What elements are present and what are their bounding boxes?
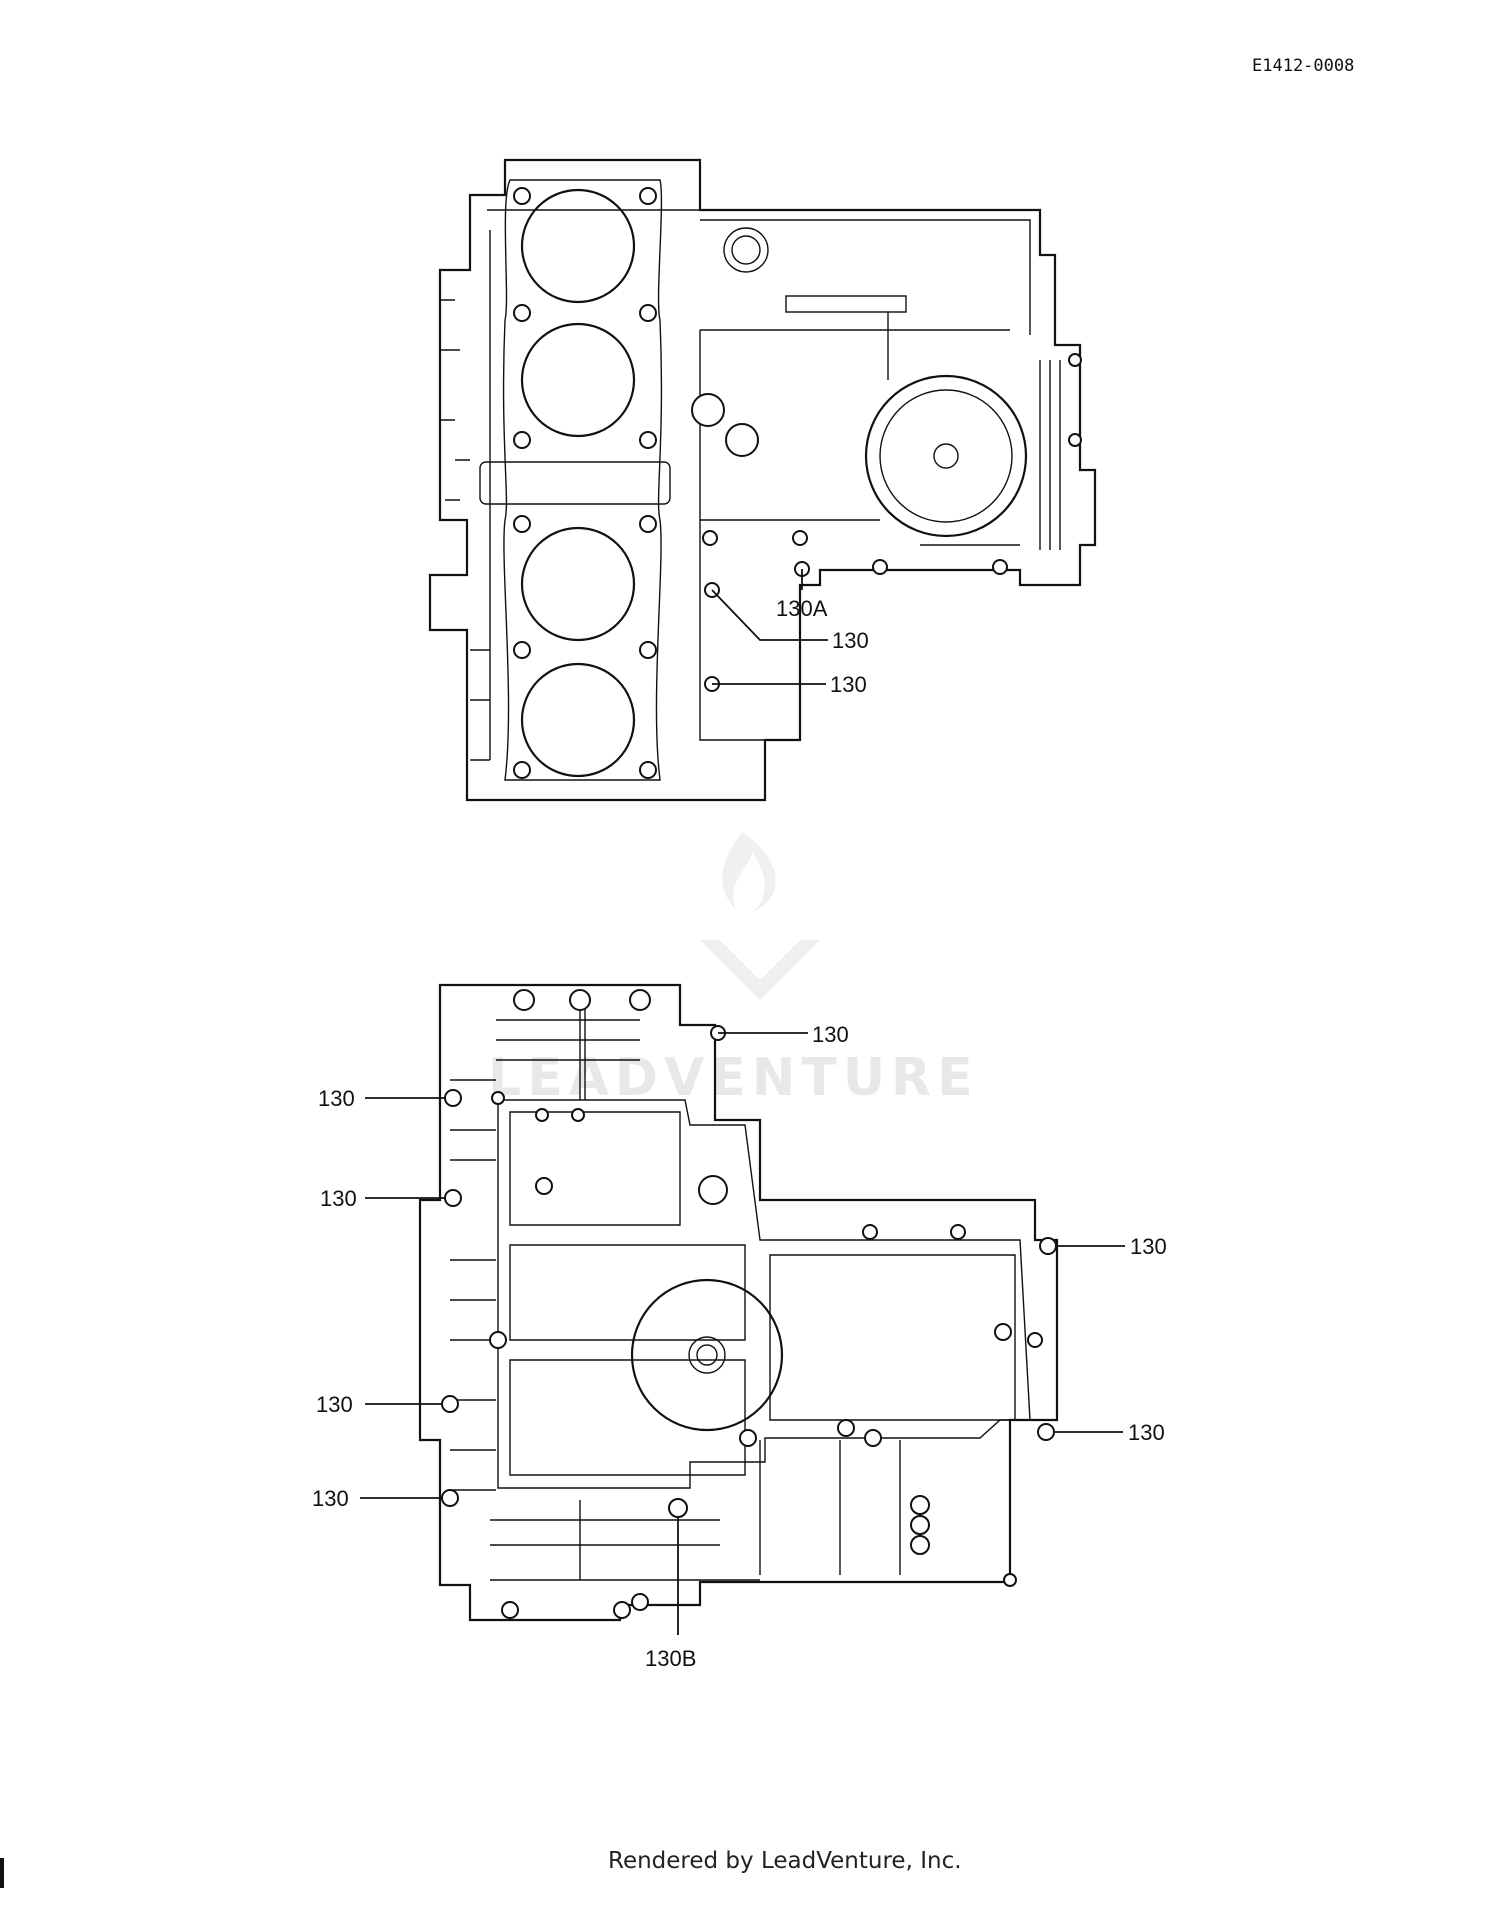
callout-lower-130-top: 130 xyxy=(812,1022,849,1047)
footer-credit: Rendered by LeadVenture, Inc. xyxy=(608,1848,962,1874)
callout-lower-130-right2: 130 xyxy=(1128,1420,1165,1445)
watermark-logo xyxy=(700,832,820,1000)
callout-lower-130-right1: 130 xyxy=(1130,1234,1167,1259)
callout-lower-130b: 130B xyxy=(645,1646,696,1671)
callout-upper-130a: 130A xyxy=(776,596,828,621)
callout-lower-130-left2: 130 xyxy=(320,1186,357,1211)
callout-lower-130-left3: 130 xyxy=(316,1392,353,1417)
callout-lower-130-left1: 130 xyxy=(318,1086,355,1111)
watermark-text: LEADVENTURE xyxy=(488,1048,979,1108)
callout-upper-130-b: 130 xyxy=(830,672,867,697)
lower-bolt-holes xyxy=(489,989,1043,1619)
upper-crankcase xyxy=(428,158,1097,802)
diagram-code: E1412-0008 xyxy=(1252,56,1354,76)
upper-bolt-holes xyxy=(513,187,657,779)
callout-upper-130-a: 130 xyxy=(832,628,869,653)
callout-lower-130-left4: 130 xyxy=(312,1486,349,1511)
lower-crankcase xyxy=(360,983,1125,1635)
edge-mark xyxy=(0,1858,4,1888)
